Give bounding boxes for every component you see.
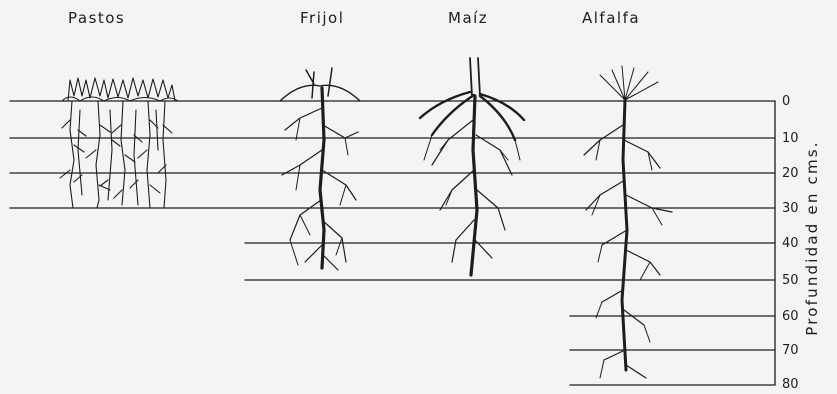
depth-tick-0: 0 [782, 94, 790, 109]
depth-tick-10: 10 [782, 131, 799, 146]
pastos-roots [60, 78, 178, 208]
label-maiz: Maíz [448, 9, 488, 27]
label-pastos: Pastos [68, 9, 125, 27]
depth-tick-30: 30 [782, 201, 799, 216]
alfalfa-roots [584, 66, 672, 378]
depth-lines [10, 101, 775, 385]
label-frijol: Frijol [300, 9, 344, 27]
depth-tick-60: 60 [782, 309, 799, 324]
label-alfalfa: Alfalfa [582, 9, 640, 27]
frijol-roots [280, 68, 360, 270]
depth-tick-20: 20 [782, 166, 799, 181]
depth-tick-70: 70 [782, 343, 799, 358]
depth-tick-80: 80 [782, 377, 799, 392]
depth-tick-50: 50 [782, 273, 799, 288]
depth-axis-title: Profundidad en cms. [803, 108, 821, 368]
depth-tick-40: 40 [782, 236, 799, 251]
